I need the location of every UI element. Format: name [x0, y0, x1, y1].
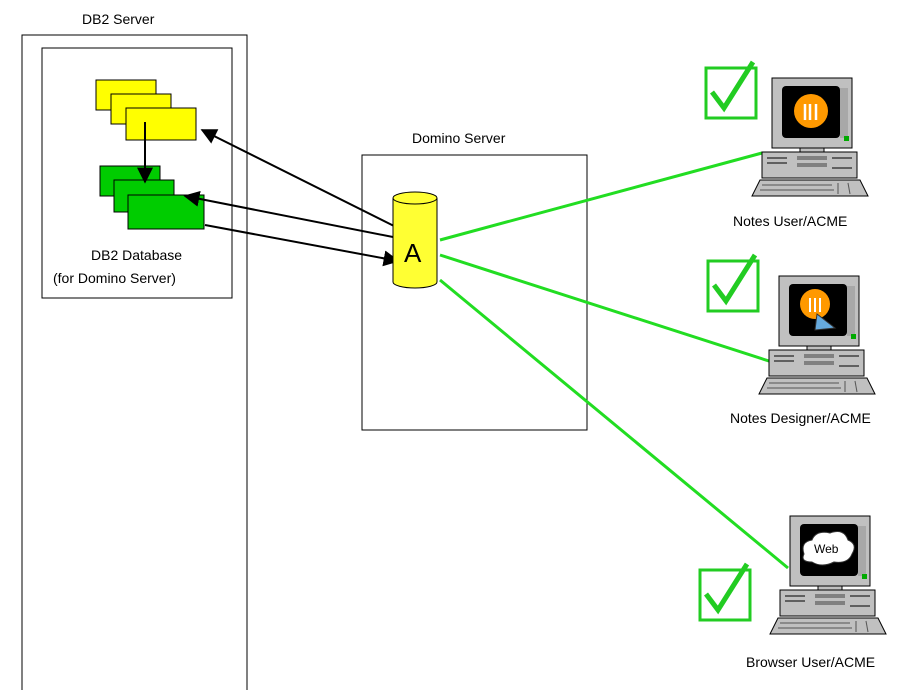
domino-database-cylinder	[392, 191, 438, 289]
checkmark-icon	[708, 255, 758, 311]
connection-browser-user	[439, 278, 789, 570]
db2-server-box	[21, 34, 248, 690]
notes-user-label: Notes User/ACME	[733, 213, 847, 229]
database-letter: A	[404, 238, 422, 268]
arrow-to-green-docs	[183, 190, 399, 239]
yellow-document-stack	[95, 79, 197, 141]
domino-server-label: Domino Server	[412, 130, 506, 146]
notes-designer-computer	[758, 275, 876, 395]
browser-user-label: Browser User/ACME	[746, 654, 875, 670]
connection-notes-designer	[439, 253, 773, 364]
web-cloud-icon	[802, 531, 855, 566]
db2-database-sublabel: (for Domino Server)	[53, 270, 176, 286]
connection-notes-user	[439, 151, 763, 242]
notes-designer-label: Notes Designer/ACME	[730, 410, 871, 426]
arrow-from-green-docs	[204, 224, 400, 267]
checkmark-icon	[706, 62, 756, 118]
db2-database-label: DB2 Database	[91, 247, 182, 263]
db2-server-label: DB2 Server	[82, 11, 155, 27]
db2-database-box	[41, 47, 233, 299]
browser-user-computer: Web	[769, 515, 887, 635]
arrow-to-yellow-docs	[200, 129, 399, 229]
web-cloud-text: Web	[814, 542, 839, 556]
domino-server-box	[361, 154, 588, 431]
notes-user-computer	[751, 77, 869, 197]
checkmark-icon	[700, 564, 750, 620]
